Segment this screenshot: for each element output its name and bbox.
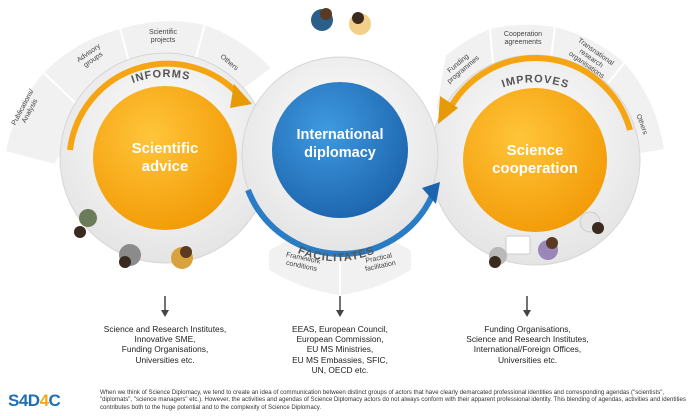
left-arrow-arc [67, 60, 243, 151]
actors-right: Funding Organisations, Science and Resea… [466, 324, 589, 365]
actors-left: Science and Research Institutes, Innovat… [103, 324, 227, 365]
actors-middle: EEAS, European Council, European Commiss… [292, 324, 388, 375]
footnote: When we think of Science Diplomacy, we t… [100, 389, 686, 411]
scientific-advice-circle [93, 86, 237, 230]
international-diplomacy-circle [272, 82, 408, 218]
right-arrow-arc [445, 55, 633, 131]
science-cooperation-circle [463, 88, 607, 232]
middle-arrow-arc [245, 188, 435, 257]
right-arrow-head [438, 96, 458, 124]
left-arrow-head [230, 84, 252, 108]
down-arrows [161, 296, 531, 317]
people-icon-middle [311, 8, 371, 35]
people-icon-right [489, 211, 604, 268]
middle-arrow-head [422, 182, 440, 204]
people-icon-left [74, 209, 193, 269]
s4d4c-logo: S4D4C [8, 391, 61, 410]
improves-label: IMPROVES [500, 73, 570, 91]
